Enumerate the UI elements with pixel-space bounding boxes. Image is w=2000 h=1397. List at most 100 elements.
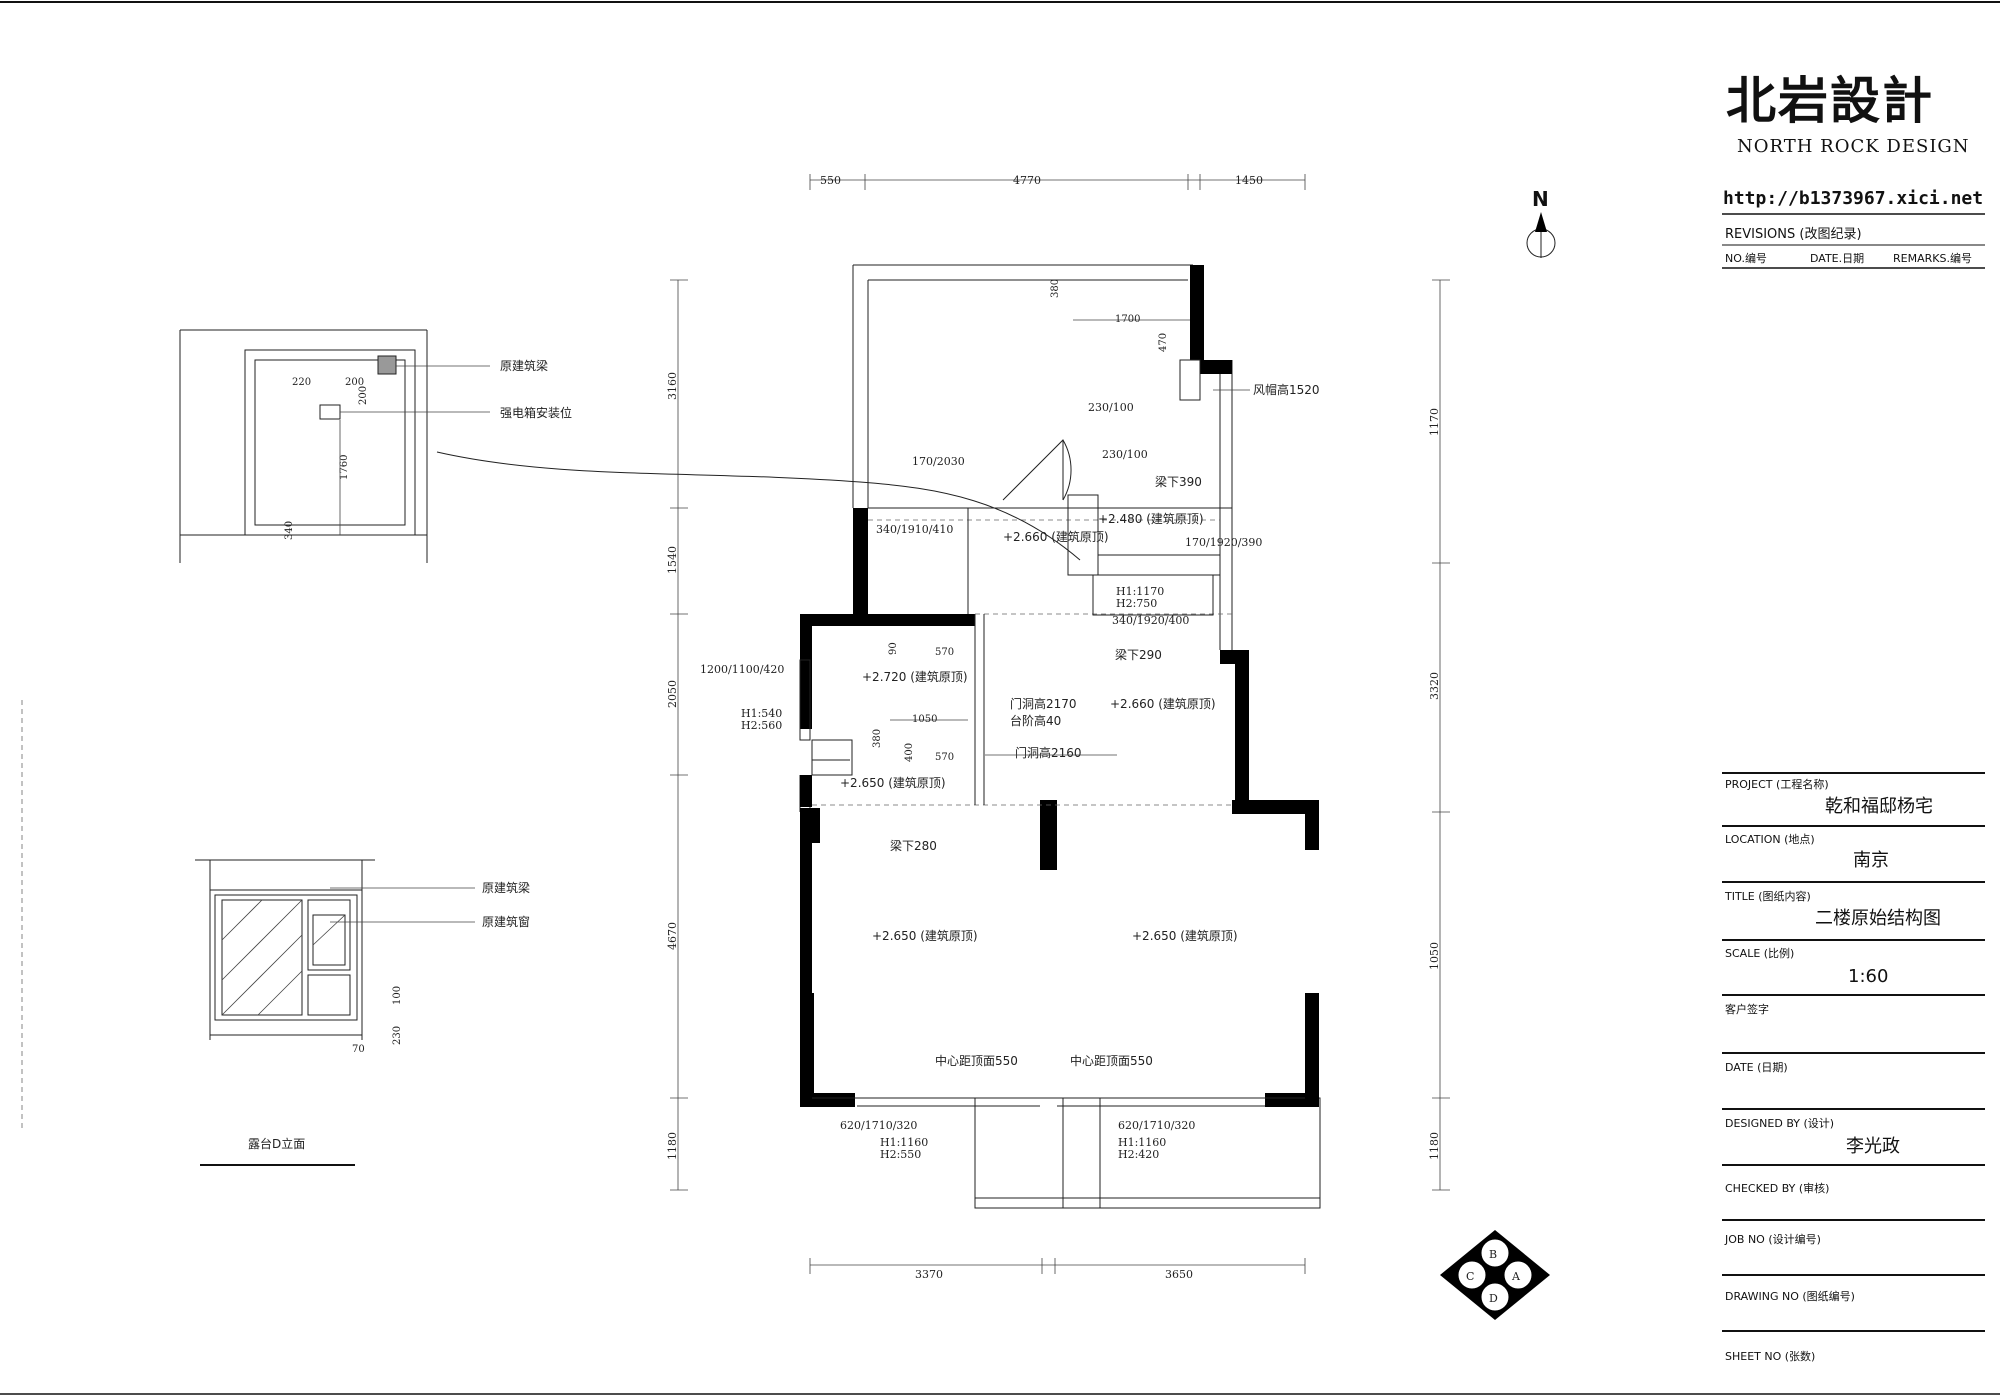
label-w-340-1910-410: 340/1910/410 (876, 523, 953, 536)
label-d-1050: 1050 (912, 714, 937, 725)
brand-logo: 北岩設計 (1726, 72, 1934, 130)
dim-top-3: 1450 (1235, 174, 1263, 187)
location-value: 南京 (1853, 850, 1889, 871)
leader-curve (436, 451, 1081, 561)
detail-bottom-title: 露台D立面 (248, 1136, 305, 1151)
detail-bottom-d-100: 100 (392, 986, 403, 1005)
compass-b: B (1489, 1248, 1497, 1261)
compass-d: D (1489, 1292, 1498, 1305)
plan-annotations: 380 1700 470 风帽高1520 230/100 230/100 170… (700, 279, 1320, 1161)
north-arrow-icon: N (1526, 187, 1556, 258)
checked-label: CHECKED BY (审核) (1725, 1181, 1829, 1195)
title-block: PROJECT (工程名称) 乾和福邸杨宅 LOCATION (地点) 南京 T… (1722, 772, 1985, 1363)
detail-top-d-200a: 200 (345, 377, 364, 388)
dim-top-2: 4770 (1013, 174, 1041, 187)
detail-top-d-1760: 1760 (339, 455, 350, 480)
client-label: 客户签字 (1725, 1002, 1769, 1016)
dim-left-1: 3160 (666, 372, 679, 400)
dim-left-4: 4670 (666, 922, 679, 950)
beam-marker-icon (377, 355, 397, 375)
scale-label: SCALE (比例) (1725, 946, 1794, 960)
revisions-title: REVISIONS (改图纪录) (1725, 227, 1862, 242)
label-ceil-2720: +2.720 (建筑原顶) (862, 669, 968, 684)
label-ceil-2650-a: +2.650 (建筑原顶) (840, 775, 946, 790)
dim-top-1: 550 (820, 174, 841, 187)
label-h1-540: H1:540 (741, 707, 782, 720)
north-label: N (1532, 187, 1549, 211)
label-d-570-b: 570 (935, 752, 954, 763)
label-d-1700: 1700 (1115, 314, 1140, 325)
dim-right-2: 3320 (1428, 672, 1441, 700)
dim-left-3: 2050 (666, 680, 679, 708)
label-d-570-a: 570 (935, 647, 954, 658)
label-d-380: 380 (1050, 279, 1061, 298)
scale-value: 1:60 (1848, 966, 1888, 987)
dim-bottom: 3370 3650 (809, 1258, 1306, 1281)
dim-right: 1170 3320 1050 1180 (1428, 279, 1450, 1191)
label-center-550-a: 中心距顶面550 (935, 1053, 1018, 1068)
title-value: 二楼原始结构图 (1815, 908, 1941, 929)
dim-left-5: 1180 (666, 1132, 679, 1160)
label-hood: 风帽高1520 (1253, 382, 1320, 397)
label-ceil-2480: +2.480 (建筑原顶) (1098, 511, 1204, 526)
label-d-470: 470 (1158, 333, 1169, 352)
detail-bottom-beam-label: 原建筑梁 (482, 880, 530, 895)
brand-name-en: NORTH ROCK DESIGN (1737, 136, 1970, 157)
detail-top-d-220: 220 (292, 377, 311, 388)
job-label: JOB NO (设计编号) (1724, 1232, 1821, 1246)
compass-c: C (1466, 1270, 1474, 1283)
label-d-90: 90 (888, 642, 899, 655)
dim-top: 550 4770 1450 (809, 174, 1306, 190)
project-label: PROJECT (工程名称) (1725, 777, 1829, 791)
label-w-620-1710-320-a: 620/1710/320 (840, 1119, 917, 1132)
label-ceil-2660-b: +2.660 (建筑原顶) (1110, 696, 1216, 711)
label-ceil-2660-a: +2.660 (建筑原顶) (1003, 529, 1109, 544)
label-h2-560: H2:560 (741, 719, 782, 732)
label-d-380-b: 380 (872, 729, 883, 748)
dim-left: 3160 1540 2050 4670 1180 (666, 279, 688, 1191)
revisions-table: REVISIONS (改图纪录) NO.编号 DATE.日期 REMARKS.编… (1722, 213, 1985, 269)
label-h1-1160-b: H1:1160 (1118, 1136, 1166, 1149)
detail-bottom-window-label: 原建筑窗 (482, 914, 530, 929)
label-ceil-2650-c: +2.650 (建筑原顶) (1132, 928, 1238, 943)
label-h1-1160-a: H1:1160 (880, 1136, 928, 1149)
section-compass-icon: B C A D (1440, 1230, 1550, 1320)
detail-terrace-elevation: 原建筑梁 原建筑窗 100 230 70 露台D立面 (21, 700, 530, 1166)
designed-value: 李光政 (1846, 1136, 1900, 1157)
label-beam-390: 梁下390 (1155, 474, 1202, 489)
structural-walls (800, 265, 1319, 1107)
label-center-550-b: 中心距顶面550 (1070, 1053, 1153, 1068)
label-beam-290: 梁下290 (1115, 647, 1162, 662)
label-w-230-100-b: 230/100 (1102, 448, 1148, 461)
dim-bottom-2: 3650 (1165, 1268, 1193, 1281)
label-h1-1170: H1:1170 (1116, 585, 1164, 598)
revisions-col-date: DATE.日期 (1810, 252, 1864, 265)
detail-top-beam-label: 原建筑梁 (500, 358, 548, 373)
brand-block: 北岩設計 NORTH ROCK DESIGN http://b1373967.x… (1723, 72, 1983, 209)
dim-right-1: 1170 (1428, 408, 1441, 436)
label-beam-280: 梁下280 (890, 838, 937, 853)
detail-electrical-box: 原建筑梁 强电箱安装位 220 200 200 1760 340 (179, 329, 572, 563)
label-h2-420: H2:420 (1118, 1148, 1159, 1161)
floor-plan: 550 4770 1450 3160 1540 2050 4670 1180 (436, 174, 1450, 1281)
label-ceil-2650-b: +2.650 (建筑原顶) (872, 928, 978, 943)
electrical-box-icon (319, 404, 341, 420)
detail-top-d-200b: 200 (358, 386, 369, 405)
designed-label: DESIGNED BY (设计) (1725, 1117, 1834, 1130)
label-w-1200-1100-420: 1200/1100/420 (700, 663, 784, 676)
label-h2-550: H2:550 (880, 1148, 921, 1161)
label-door-2160: 门洞高2160 (1015, 745, 1082, 760)
interior-lines (799, 359, 1305, 1107)
label-w-170-2030: 170/2030 (912, 455, 965, 468)
label-door-2170: 门洞高2170 (1010, 696, 1077, 711)
location-label: LOCATION (地点) (1725, 833, 1815, 846)
sheet-label: SHEET NO (张数) (1725, 1350, 1815, 1363)
dim-bottom-1: 3370 (915, 1268, 943, 1281)
revisions-col-no: NO.编号 (1725, 251, 1767, 265)
brand-url[interactable]: http://b1373967.xici.net (1723, 188, 1983, 209)
detail-bottom-d-230: 230 (392, 1026, 403, 1045)
label-step-40: 台阶高40 (1010, 713, 1061, 728)
label-h2-750: H2:750 (1116, 597, 1157, 610)
label-w-620-1710-320-b: 620/1710/320 (1118, 1119, 1195, 1132)
